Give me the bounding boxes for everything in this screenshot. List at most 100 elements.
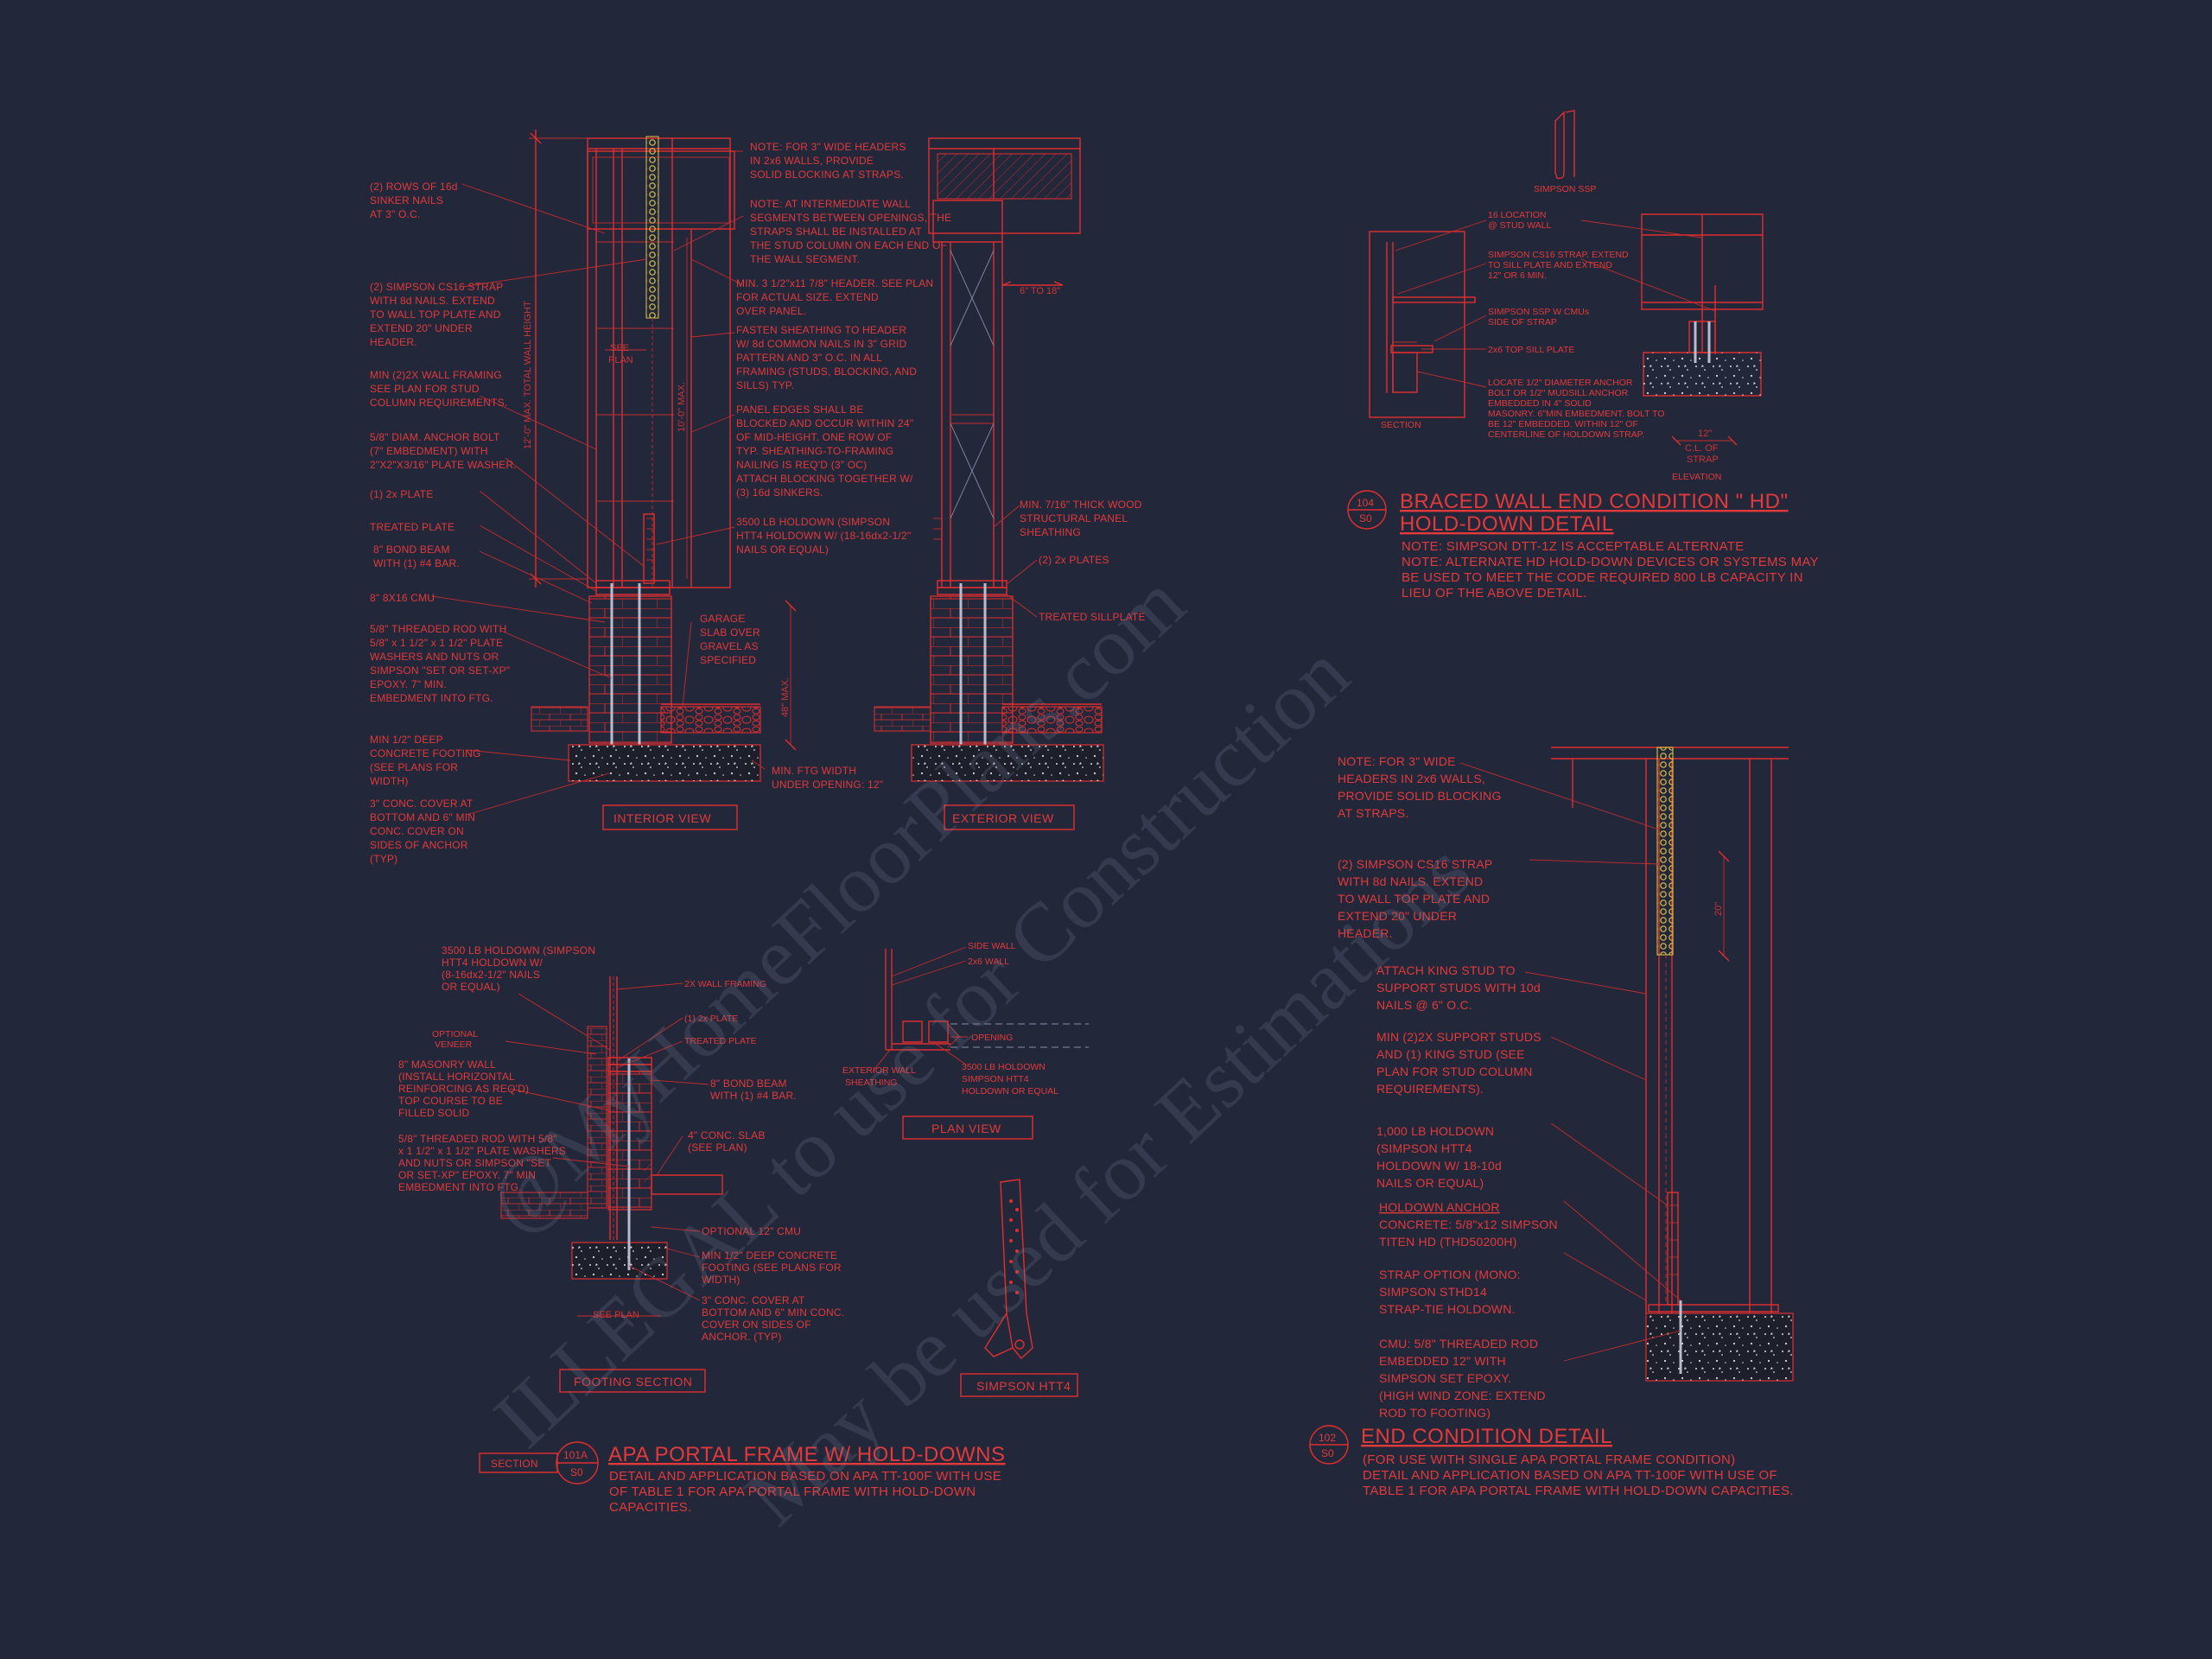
svg-text:NOTE: SIMPSON DTT-1Z IS ACCEPT: NOTE: SIMPSON DTT-1Z IS ACCEPTABLE ALTER… — [1402, 539, 1745, 554]
svg-text:SIDE WALL: SIDE WALL — [968, 941, 1016, 951]
svg-text:PLAN: PLAN — [608, 355, 633, 365]
wall-height-dim-text: 12'-0" MAX. TOTAL WALL HEIGHT — [523, 301, 533, 449]
plan-view-detail: SIDE WALL 2x6 WALL OPENING EXTERIOR WALL… — [842, 941, 1089, 1140]
svg-text:2x6 WALL: 2x6 WALL — [968, 957, 1009, 967]
svg-text:CAPACITIES.: CAPACITIES. — [609, 1500, 692, 1515]
svg-text:5/8" THREADED ROD WITH 5/8"x 1: 5/8" THREADED ROD WITH 5/8"x 1 1/2" x 1 … — [398, 1133, 566, 1193]
section-tag: SECTION — [491, 1458, 538, 1470]
svg-text:2X WALL FRAMING: 2X WALL FRAMING — [684, 979, 766, 989]
svg-text:LIEU OF THE ABOVE DETAIL.: LIEU OF THE ABOVE DETAIL. — [1402, 586, 1587, 601]
svg-text:S0: S0 — [1359, 512, 1372, 524]
detail-104-title: BRACED WALL END CONDITION " HD" — [1400, 490, 1788, 513]
exterior-note-2: TREATED SILLPLATE — [1039, 611, 1146, 623]
detail-101a-title-block: SECTION 101A S0 APA PORTAL FRAME W/ HOLD… — [479, 1441, 1006, 1515]
detail-104-elevation-label: ELEVATION — [1672, 472, 1721, 482]
footing-section-label: FOOTING SECTION — [574, 1375, 692, 1389]
interior-note-left-7: 8" 8X16 CMU — [370, 592, 435, 604]
svg-text:C.L. OF: C.L. OF — [1685, 443, 1719, 454]
cmu-stem-wall — [588, 595, 672, 744]
svg-text:104: 104 — [1357, 497, 1374, 509]
interior-view-label-box — [602, 804, 738, 830]
svg-text:DETAIL AND APPLICATION BASED O: DETAIL AND APPLICATION BASED ON APA TT-1… — [609, 1469, 1001, 1484]
detail-102-strap — [1656, 747, 1674, 956]
interior-note-left-3: 5/8" DIAM. ANCHOR BOLT(7" EMBEDMENT) WIT… — [370, 431, 517, 471]
interior-note-left-4: (1) 2x PLATE — [370, 488, 434, 500]
svg-text:OF TABLE 1 FOR APA PORTAL FRAM: OF TABLE 1 FOR APA PORTAL FRAME WITH HOL… — [609, 1484, 976, 1499]
svg-text:8" MASONRY WALL(INSTALL HORIZO: 8" MASONRY WALL(INSTALL HORIZONTALREINFO… — [398, 1058, 529, 1119]
svg-text:12": 12" — [1698, 429, 1712, 439]
svg-text:48" MAX.: 48" MAX. — [780, 677, 791, 717]
simpson-ssp-label: SIMPSON SSP — [1534, 184, 1596, 194]
cs16-strap — [645, 136, 659, 319]
detail-101a-title: APA PORTAL FRAME W/ HOLD-DOWNS — [608, 1443, 1006, 1466]
svg-text:NOTE: ALTERNATE HD HOLD-DOWN D: NOTE: ALTERNATE HD HOLD-DOWN DEVICES OR … — [1402, 555, 1819, 569]
exterior-view-label: EXTERIOR VIEW — [952, 811, 1054, 825]
svg-text:TREATED PLATE: TREATED PLATE — [684, 1036, 757, 1046]
detail-104-section-label: SECTION — [1381, 420, 1421, 430]
svg-text:SEE: SEE — [610, 343, 629, 353]
svg-text:4" CONC. SLAB(SEE PLAN): 4" CONC. SLAB(SEE PLAN) — [688, 1129, 766, 1154]
simpson-htt4-detail: SIMPSON HTT4 — [960, 1179, 1078, 1397]
svg-text:TABLE 1 FOR APA PORTAL FRAME W: TABLE 1 FOR APA PORTAL FRAME WITH HOLD-D… — [1363, 1484, 1794, 1498]
svg-text:(1) 2x PLATE: (1) 2x PLATE — [684, 1014, 738, 1024]
svg-text:102: 102 — [1319, 1432, 1336, 1444]
svg-text:HOLD-DOWN DETAIL: HOLD-DOWN DETAIL — [1400, 512, 1614, 536]
svg-text:STRAP: STRAP — [1687, 454, 1719, 465]
exterior-cmu-wall — [930, 595, 1014, 744]
svg-text:(FOR USE WITH SINGLE APA PORTA: (FOR USE WITH SINGLE APA PORTAL FRAME CO… — [1363, 1452, 1735, 1467]
svg-text:20": 20" — [1713, 902, 1724, 916]
interior-view-detail: 12'-0" MAX. TOTAL WALL HEIGHT 10'-0" MAX… — [370, 130, 951, 865]
svg-text:2x6 TOP SILL PLATE: 2x6 TOP SILL PLATE — [1488, 345, 1574, 355]
detail-104-hd-holddown: SIMPSON SSP SECTION 12" C.L. OF STRAP EL… — [1347, 110, 1819, 601]
interior-view-label: INTERIOR VIEW — [613, 811, 711, 825]
svg-text:OPENING: OPENING — [971, 1033, 1013, 1043]
svg-text:101A: 101A — [563, 1449, 588, 1461]
svg-text:6" TO 18": 6" TO 18" — [1020, 286, 1060, 296]
svg-text:S0: S0 — [1321, 1447, 1334, 1459]
svg-text:BE USED TO MEET THE CODE REQUI: BE USED TO MEET THE CODE REQUIRED 800 LB… — [1402, 570, 1803, 585]
svg-text:STRAP OPTION (MONO:SIMPSON STH: STRAP OPTION (MONO:SIMPSON STHD14STRAP-T… — [1379, 1268, 1521, 1316]
svg-text:S0: S0 — [570, 1466, 583, 1478]
svg-text:SEE PLAN: SEE PLAN — [593, 1310, 639, 1320]
svg-text:DETAIL AND APPLICATION BASED O: DETAIL AND APPLICATION BASED ON APA TT-1… — [1363, 1468, 1777, 1483]
svg-text:16 LOCATION@ STUD WALL: 16 LOCATION@ STUD WALL — [1488, 210, 1551, 231]
svg-text:OPTIONAL 12" CMU: OPTIONAL 12" CMU — [702, 1225, 801, 1237]
